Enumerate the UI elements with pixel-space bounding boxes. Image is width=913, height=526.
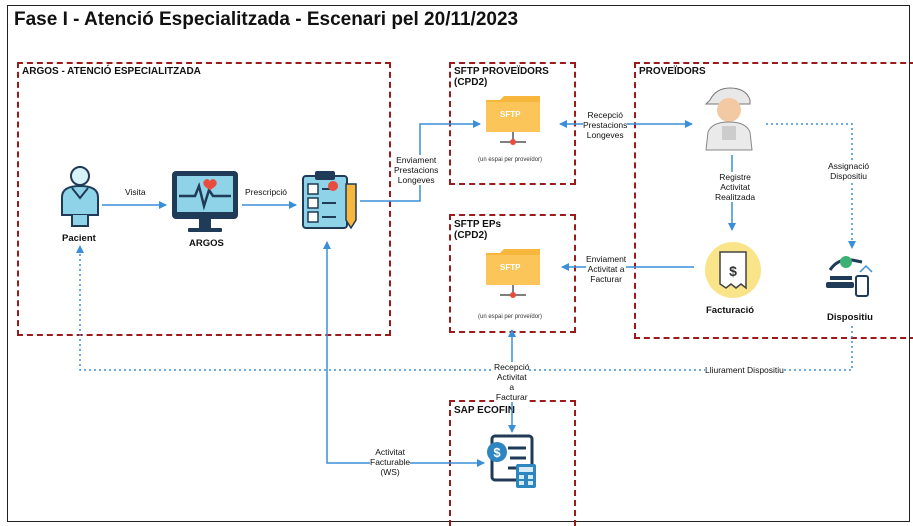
provider-worker-icon (704, 87, 753, 151)
sap-invoice-icon: $ (487, 434, 536, 488)
device-icon (826, 256, 873, 297)
label-activitat-facturable: Activitat Facturable (WS) (370, 447, 411, 477)
label-enviament-prestacions: Enviament Prestacions Longeves (394, 155, 439, 185)
group-proveidors-label: PROVEÏDORS (639, 66, 706, 77)
sftp-folder-icon-1 (486, 96, 540, 145)
invoice-icon: $ (705, 242, 761, 298)
node-argos: ARGOS (189, 238, 224, 249)
group-argos-label: ARGOS - ATENCIÓ ESPECIALITZADA (22, 66, 201, 77)
label-registre-activitat: Registre Activitat Realitzada (715, 172, 756, 202)
group-sftp-proveidors-label-2: (CPD2) (454, 77, 488, 88)
node-dispositiu: Dispositiu (827, 312, 873, 323)
group-proveidors (634, 62, 913, 339)
node-pacient: Pacient (62, 233, 96, 244)
edge-assignacio-dispositiu (766, 123, 856, 249)
svg-text:$: $ (493, 445, 501, 460)
sftp-icon-text-2: SFTP (500, 263, 521, 272)
prescription-icon (302, 171, 357, 230)
label-enviament-activitat: Enviament Activitat a Facturar (586, 254, 627, 284)
sftp-note-1: (un espai per proveïdor) (478, 157, 543, 163)
label-lliurament-dispositiu: Lliurament Dispositiu (705, 365, 784, 375)
svg-text:$: $ (729, 263, 737, 279)
group-sftp-eps-label-1: SFTP EPs (454, 219, 502, 230)
label-recepcio-prestacions: Recepció Prestacions Longeves (583, 110, 628, 140)
label-prescripcio: Prescripció (245, 187, 288, 197)
monitor-icon (172, 171, 238, 232)
group-sftp-eps-label-2: (CPD2) (454, 230, 488, 241)
label-assignacio-dispositiu: Assignació Dispositiu (828, 161, 870, 181)
edge-activitat-facturable (323, 241, 485, 467)
group-argos (17, 62, 391, 336)
page-title: Fase I - Atenció Especialitzada - Escena… (14, 9, 519, 30)
label-visita: Visita (125, 187, 146, 197)
label-recepcio-activitat: Recepció Activitat a Facturar (494, 362, 530, 402)
sftp-folder-icon-2 (486, 249, 540, 298)
sftp-icon-text-1: SFTP (500, 110, 521, 119)
patient-icon (61, 166, 99, 227)
group-sftp-proveidors-label-1: SFTP PROVEÏDORS (454, 66, 549, 77)
sftp-note-2: (un espai per proveïdor) (478, 314, 543, 320)
node-facturacio: Facturació (706, 305, 755, 316)
